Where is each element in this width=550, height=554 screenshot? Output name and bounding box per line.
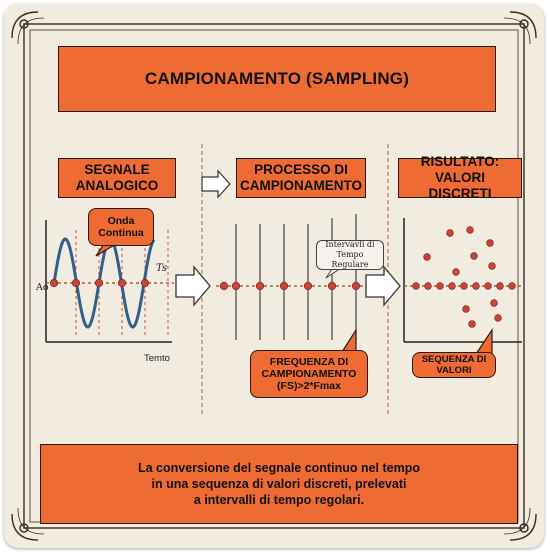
page-title: CAMPIONAMENTO (SAMPLING) [58,46,496,112]
section-analog-line1: SEGNALE [84,162,150,177]
sequenza-line1: SEQUENZA DI [421,354,487,365]
amplitude-label: Ao [36,282,49,293]
sampling-dots [219,281,361,291]
frequenza-line2: CAMPIONAMENTO [261,368,357,380]
section-result-line2: VALORI DISCRETI [428,170,492,201]
frequenza-line3: (FS)>2*Fmax [277,380,341,392]
onda-line2: Continua [98,227,144,239]
time-axis-label: Temto [144,353,170,364]
arrow-right-icon-2 [365,265,401,307]
callout-value-sequence: SEQUENZA DI VALORI [412,352,496,378]
intervalli-line1: Intervavli di [325,240,375,249]
section-result: RISULTATO: VALORI DISCRETI [398,154,522,201]
arrow-right-icon [175,265,211,307]
infographic-card: CAMPIONAMENTO (SAMPLING) SEGNALE ANALOGI… [4,4,544,548]
intervalli-line2: Tempo Regulare [331,250,369,269]
section-analog-line2: ANALOGICO [75,178,159,193]
sampling-process-plot [216,214,380,340]
sequenza-line2: VALORI [436,365,472,376]
sampling-pulses [235,214,357,340]
callout-continuous-wave: Onda Continua [88,208,154,246]
section-analog-signal: SEGNALE ANALOGICO [58,158,176,198]
summary-line1: La conversione del segnale continuo nel … [137,461,420,475]
discrete-values-plot [403,218,522,343]
wave-sample-dots [49,278,150,288]
frequenza-callout-tail [340,327,357,353]
summary-box: La conversione del segnale continuo nel … [40,444,518,524]
section-process-line1: PROCESSO DI [254,162,348,177]
summary-line2: in una sequenza di valori discreti, prel… [151,477,407,491]
onda-line1: Onda [107,215,135,227]
callout-regular-intervals: Intervavli di Tempo Regulare [316,240,384,270]
arrow-small-icon [201,169,231,199]
section-result-line1: RISULTATO: [420,154,500,169]
frequenza-line1: FREQUENZA DI [269,356,349,368]
discrete-dots [412,226,516,328]
summary-line3: a intervalli di tempo regolari. [193,493,365,507]
analog-signal-plot [45,220,174,343]
section-sampling-process: PROCESSO DI CAMPIONAMENTO [236,158,366,198]
section-process-line2: CAMPIONAMENTO [240,178,363,193]
continuous-wave [52,237,156,329]
callout-sampling-frequency: FREQUENZA DI CAMPIONAMENTO (FS)>2*Fmax [250,350,368,398]
period-label: Ts [156,263,168,274]
